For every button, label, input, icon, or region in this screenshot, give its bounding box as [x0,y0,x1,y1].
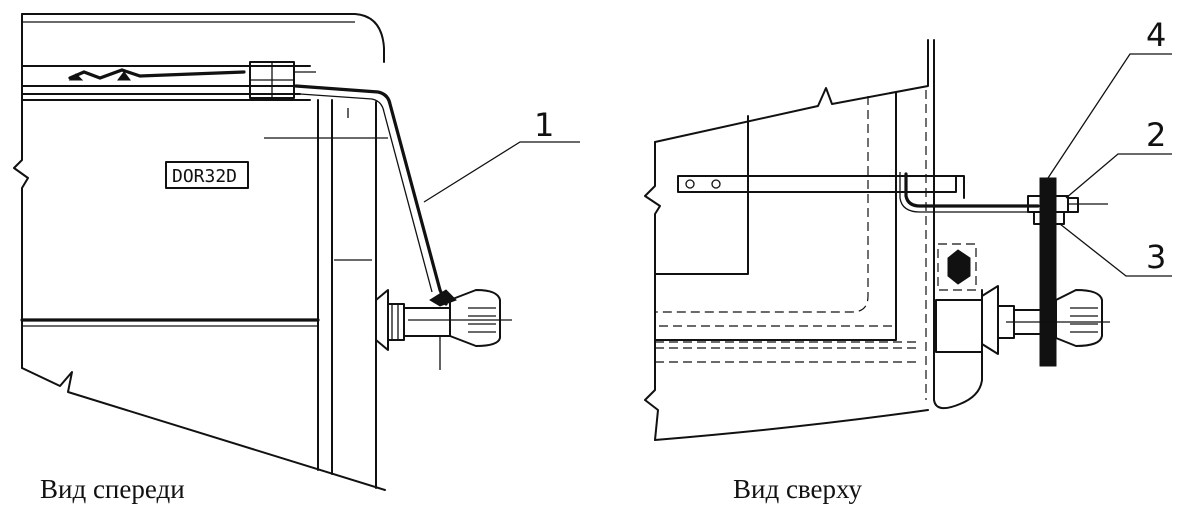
top-housing-outline [654,39,929,143]
front-housing-top-edge [21,13,385,63]
top-tube [904,172,1040,208]
callout-3: 3 [1146,238,1166,276]
callout-1: 1 [534,106,554,144]
front-frame-posts [317,99,377,489]
top-hidden-lines [655,90,927,400]
front-housing-left-edge [13,13,29,369]
front-nozzle [375,289,512,370]
model-label-box [165,161,249,189]
callout-2-leader [1065,153,1172,199]
front-housing-bottom-edge [21,367,386,491]
callout-4-leader [1047,53,1172,179]
callout-2: 2 [1146,116,1166,154]
top-bracket-plate [1039,177,1057,367]
model-label: DOR32D [172,166,237,187]
front-view-caption: Вид спереди [40,474,185,504]
callout-3-leader [1059,223,1172,277]
top-mounting-bar [677,175,957,193]
front-tube [294,84,448,306]
top-view-caption: Вид сверху [733,474,862,504]
top-nut [937,243,977,291]
callout-1-leader [423,141,580,203]
front-rail [21,65,311,101]
top-nozzle [935,285,1110,355]
front-view: DOR32D 1 [13,13,580,491]
top-view: 4 2 3 [644,16,1172,441]
callout-4: 4 [1146,16,1166,54]
